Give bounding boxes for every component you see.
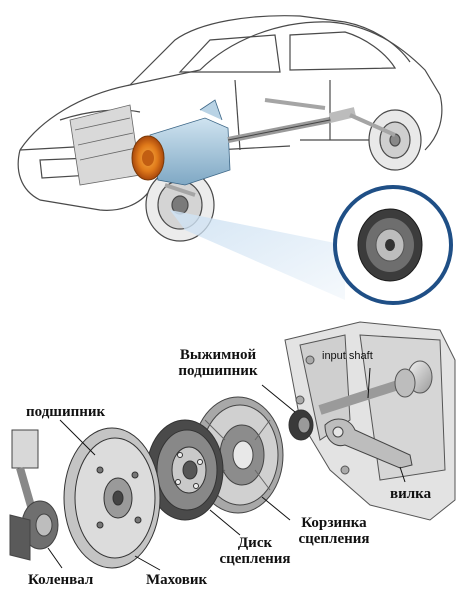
crankshaft [9,429,59,561]
clutch-disc-label: Диск сцепления [210,535,300,567]
clutch-disc-label-line1: Диск [237,535,273,551]
fork-label: вилка [390,486,432,502]
callout-beam [170,210,345,300]
clutch-disc [146,419,224,521]
release-bearing-label: Выжимной подшипник [168,347,268,379]
input-shaft-label: input shaft [322,350,373,362]
inset-clutch-disc [333,185,453,305]
clutch-highlight [131,135,165,181]
release-bearing [288,409,314,441]
leader-lines [47,367,406,571]
flywheel [63,427,161,569]
release-bearing-label-line1: Выжимной [179,347,257,363]
pressure-plate-label-line2: сцепления [298,531,370,547]
input-shaft [318,360,433,415]
crankshaft-label: Коленвал [28,572,94,588]
pressure-plate-label: Корзинка сцепления [284,515,384,547]
engine-block [69,104,141,186]
driveshaft [164,98,396,197]
rear-wheel [368,109,422,171]
release-fork [324,418,413,469]
flywheel-label: Маховик [146,572,208,588]
clutch-disc-label-line2: сцепления [219,551,291,567]
pilot-bearing-label: подшипник [26,404,106,420]
pressure-plate-label-line1: Корзинка [301,515,367,531]
gearbox [149,99,231,186]
release-bearing-label-line2: подшипник [178,363,258,379]
